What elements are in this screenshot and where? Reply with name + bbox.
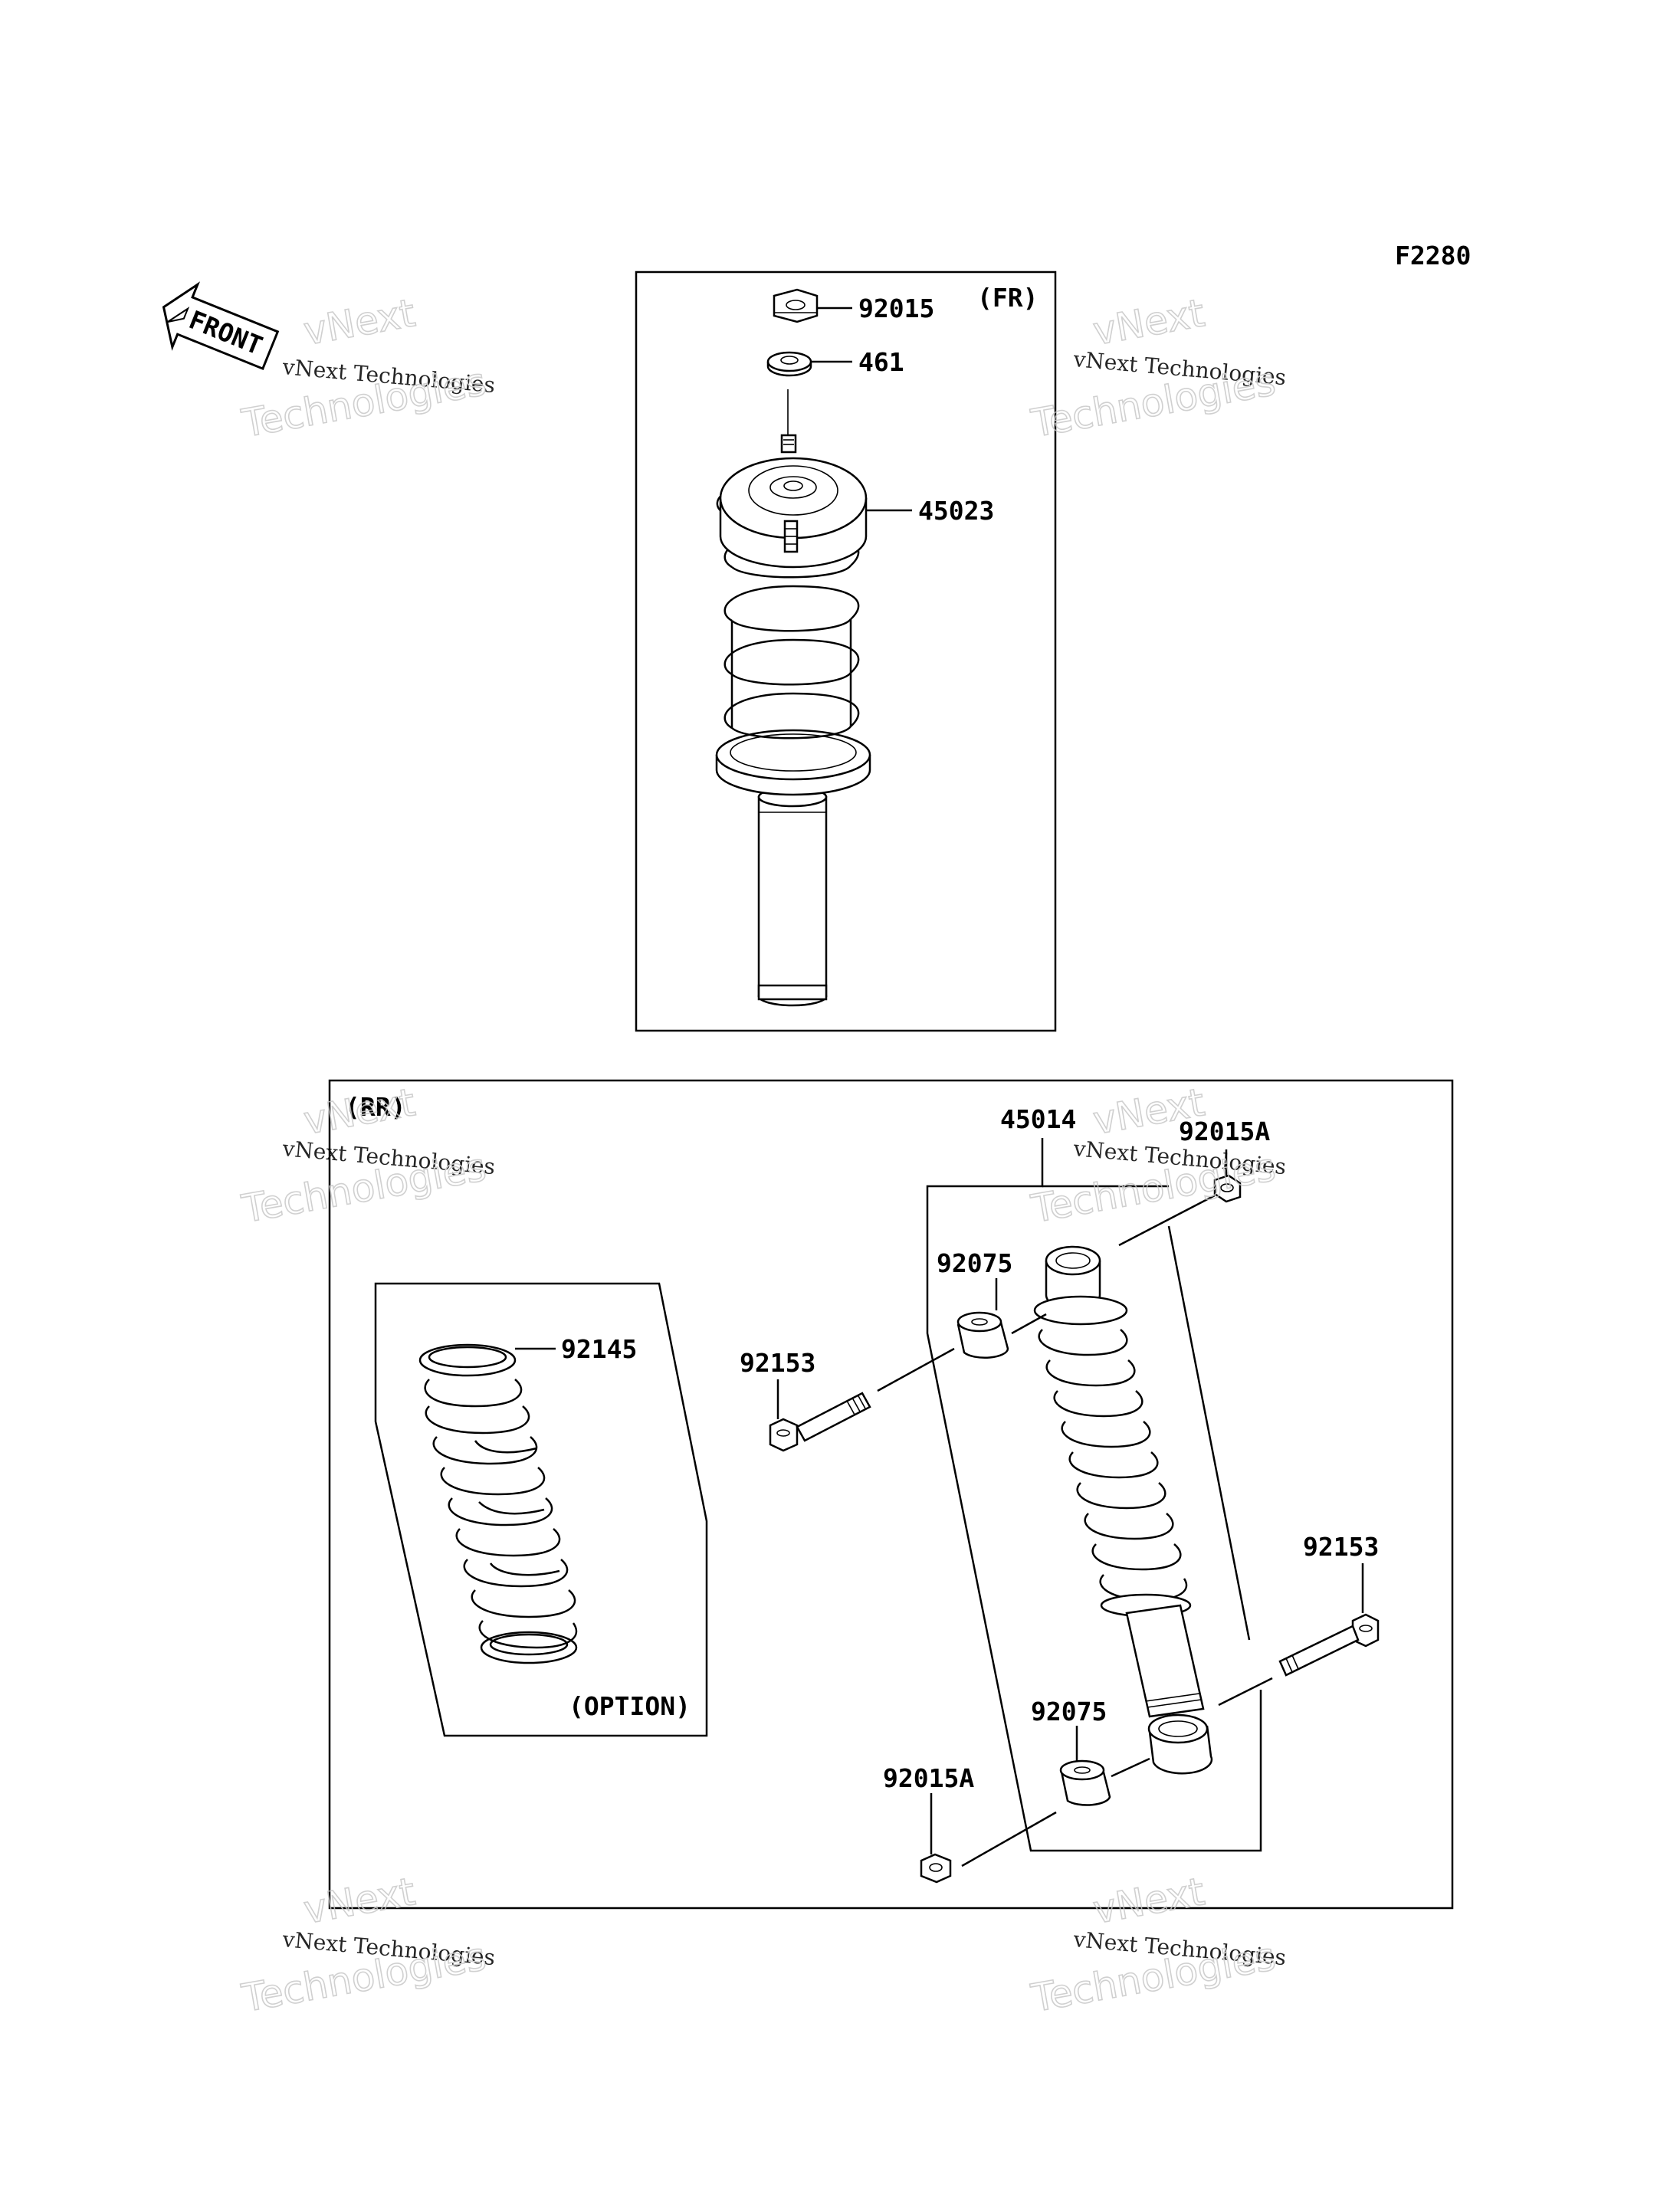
- rear-bolt-left-92153: [769, 1392, 871, 1452]
- rear-bushing-top-92075: [956, 1311, 1009, 1359]
- front-shock-label: 45023: [918, 496, 994, 526]
- rear-bolt-right-label: 92153: [1303, 1532, 1379, 1562]
- rear-nut-top-label: 92015A: [1179, 1117, 1270, 1146]
- rear-bushing-bottom-label: 92075: [1031, 1697, 1107, 1726]
- rear-bushing-top-label: 92075: [937, 1248, 1012, 1278]
- watermark-mid-left: vNext vNext Technologies Technologies: [238, 1080, 496, 1232]
- option-tag: (OPTION): [569, 1691, 691, 1721]
- diagram-code: F2280: [1395, 241, 1471, 271]
- rear-section-box: [328, 1079, 1454, 1910]
- rear-shock-absorber-45014: [1033, 1245, 1213, 1775]
- svg-text:vNext: vNext: [300, 290, 418, 353]
- option-spring-92145: [418, 1343, 578, 1664]
- option-box: [374, 1282, 708, 1737]
- watermark-bottom-right: vNext vNext Technologies Technologies: [1027, 1869, 1287, 2022]
- front-arrow-icon: FRONT: [162, 281, 280, 371]
- front-section-tag: (FR): [977, 283, 1038, 313]
- front-nut-92015: [773, 288, 819, 323]
- watermark-bottom-left: vNext vNext Technologies Technologies: [238, 1869, 496, 2022]
- svg-text:vNext: vNext: [1090, 290, 1208, 353]
- svg-text:vNext: vNext: [300, 1080, 418, 1143]
- svg-text:vNext: vNext: [300, 1869, 418, 1932]
- front-nut-label: 92015: [858, 293, 934, 323]
- front-washer-label: 461: [858, 347, 904, 377]
- option-spring-label: 92145: [561, 1334, 637, 1364]
- rear-nut-top-92015A: [1213, 1174, 1242, 1203]
- front-section-box: [635, 271, 1057, 1032]
- rear-shock-label: 45014: [1000, 1104, 1076, 1134]
- svg-text:vNext: vNext: [1090, 1869, 1208, 1932]
- rear-nut-bottom-92015A: [920, 1853, 952, 1884]
- watermark-mid-right: vNext vNext Technologies Technologies: [1027, 1080, 1287, 1232]
- front-washer-461: [766, 351, 812, 377]
- front-shock-absorber-45023: [715, 389, 871, 1007]
- rear-section-tag: (RR): [345, 1092, 405, 1122]
- rear-bolt-right-92153: [1278, 1613, 1380, 1677]
- watermark-top-right: vNext vNext Technologies Technologies: [1027, 290, 1287, 447]
- rear-bolt-left-label: 92153: [740, 1348, 815, 1378]
- watermark-top-left: vNext vNext Technologies Technologies: [238, 290, 496, 447]
- rear-bushing-bottom-92075: [1059, 1759, 1111, 1806]
- rear-nut-bottom-label: 92015A: [883, 1763, 974, 1793]
